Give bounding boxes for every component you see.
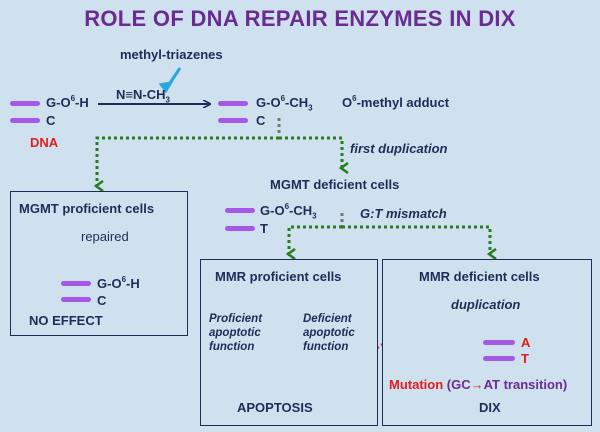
split-connector-left bbox=[97, 136, 279, 186]
proficient-apoptotic-function: Proficient apoptotic function bbox=[209, 313, 263, 353]
mismatch-label: G:T mismatch bbox=[360, 206, 447, 221]
dna-label: DNA bbox=[30, 135, 59, 150]
reagent-arrowhead bbox=[158, 80, 174, 94]
repaired-top-strand bbox=[61, 281, 91, 286]
no-effect-label: NO EFFECT bbox=[29, 313, 103, 328]
adduct-top-strand bbox=[218, 101, 248, 106]
repaired-top-base: G-O6-H bbox=[97, 275, 140, 291]
mmr-deficient-box: MMR deficient cells duplication A T Muta… bbox=[382, 259, 592, 426]
mismatch-top-strand bbox=[225, 208, 255, 213]
adduct-bottom-base: C bbox=[256, 113, 266, 128]
mgmt-deficient-title: MGMT deficient cells bbox=[270, 177, 400, 192]
mutant-top-base: A bbox=[521, 335, 531, 350]
page-title: ROLE OF DNA REPAIR ENZYMES IN DIX bbox=[84, 6, 516, 31]
mismatch-bottom-base: T bbox=[260, 221, 268, 236]
mmr-proficient-box: MMR proficient cells Proficient apoptoti… bbox=[200, 259, 378, 426]
mismatch-top-base: G-O6-CH3 bbox=[260, 202, 317, 221]
duplication-label: duplication bbox=[451, 297, 521, 312]
mutation-description: Mutation (GC→AT transition) bbox=[389, 377, 568, 392]
mutant-bottom-base: T bbox=[521, 351, 529, 366]
dix-label: DIX bbox=[479, 400, 501, 415]
mutant-bottom-strand bbox=[483, 356, 515, 361]
repaired-bottom-strand bbox=[61, 297, 91, 302]
mismatch-bottom-strand bbox=[225, 226, 255, 231]
mmr-deficient-title: MMR deficient cells bbox=[419, 269, 540, 284]
dna-top-base: G-O6-H bbox=[46, 94, 89, 110]
deficient-apoptotic-function: Deficient apoptotic function bbox=[303, 313, 355, 353]
adduct-bottom-strand bbox=[218, 118, 248, 123]
first-duplication-label: first duplication bbox=[350, 141, 448, 156]
dna-bottom-base: C bbox=[46, 113, 56, 128]
adduct-label: O6-methyl adduct bbox=[342, 94, 450, 110]
dna-top-strand bbox=[10, 101, 40, 106]
repaired-label: repaired bbox=[81, 229, 129, 244]
mutant-top-strand bbox=[483, 340, 515, 345]
mmr-proficient-title: MMR proficient cells bbox=[215, 269, 342, 284]
mismatch-split-left bbox=[289, 225, 342, 254]
repaired-bottom-base: C bbox=[97, 293, 107, 308]
apoptosis-label: APOPTOSIS bbox=[237, 400, 313, 415]
reagent-label: methyl-triazenes bbox=[120, 47, 223, 62]
reagent-formula: N≡N-CH3 bbox=[116, 87, 170, 105]
adduct-top-base: G-O6-CH3 bbox=[256, 94, 313, 113]
mismatch-split-right bbox=[342, 225, 490, 254]
mgmt-proficient-box: MGMT proficient cells repaired G-O6-H C … bbox=[10, 191, 188, 336]
dna-bottom-strand bbox=[10, 118, 40, 123]
split-connector-right bbox=[279, 136, 342, 168]
mgmt-proficient-title: MGMT proficient cells bbox=[19, 201, 155, 216]
